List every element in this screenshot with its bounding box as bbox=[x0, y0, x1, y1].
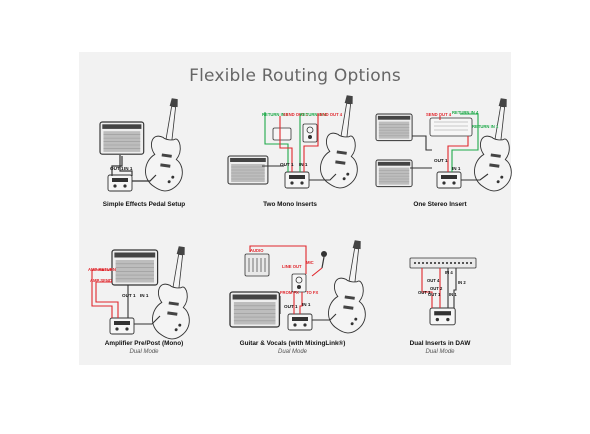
amp-send-label: AMP SEND bbox=[90, 278, 112, 283]
guitar-icon bbox=[317, 92, 368, 191]
in-label: IN 1 bbox=[124, 166, 133, 171]
in-label: IN 1 bbox=[302, 302, 311, 307]
caption-amplifier-pre-post: Amplifier Pre/Post (Mono) bbox=[104, 340, 184, 347]
in-1-label: IN 1 bbox=[449, 292, 457, 297]
diagram-two-mono-inserts: RETURN IN 1 SEND OUT 1 RETURN IN 4 SEND … bbox=[227, 92, 368, 191]
amp-return-label: AMP RETURN bbox=[88, 267, 116, 272]
subcaption-dual-inserts-daw: Dual Mode bbox=[425, 349, 455, 355]
out-1-label: OUT 1 bbox=[428, 292, 441, 297]
microphone-icon bbox=[321, 251, 327, 257]
return-in-1-label: RETURN IN 1 bbox=[262, 112, 289, 117]
out-label: OUT 1 bbox=[434, 158, 448, 163]
diagram-simple-pedal-setup: OUT 1 IN 1 bbox=[99, 95, 193, 194]
amplifier-icon bbox=[99, 121, 145, 155]
out-label: OUT 1 bbox=[122, 293, 136, 298]
caption-two-mono-inserts: Two Mono Inserts bbox=[263, 201, 317, 208]
guitar-icon bbox=[325, 237, 376, 336]
out-label: OUT 1 bbox=[280, 162, 294, 167]
amplifier-icon bbox=[375, 113, 413, 142]
caption-simple-pedal-setup: Simple Effects Pedal Setup bbox=[102, 201, 186, 208]
in-label: IN 1 bbox=[299, 162, 308, 167]
in-4-label: IN 4 bbox=[445, 270, 453, 275]
to-fx-label: TO FX bbox=[306, 290, 318, 295]
out-label: OUT 1 bbox=[284, 304, 298, 309]
diagram-amplifier-pre-post: AMP RETURN AMP SEND OUT 1 IN 1 bbox=[88, 243, 200, 342]
diagram-dual-inserts-daw: OUT 3 IN 4 OUT 4 IN 2 OUT 1 IN 1 OUT 2 bbox=[409, 257, 477, 326]
send-out-4-label: SEND OUT 4 bbox=[426, 112, 452, 117]
pedal-icon bbox=[429, 307, 456, 326]
in-2-label: IN 2 bbox=[458, 280, 466, 285]
guitar-icon bbox=[142, 95, 193, 194]
out-3-label: OUT 3 bbox=[418, 290, 431, 295]
mic-label: MIC bbox=[306, 260, 314, 265]
pedal-icon bbox=[284, 171, 310, 189]
out-4-label: OUT 4 bbox=[427, 278, 440, 283]
caption-dual-inserts-daw: Dual Inserts in DAW bbox=[409, 340, 471, 347]
line-out-label: LINE OUT bbox=[282, 264, 302, 269]
return-in-4-label: RETURN IN 4 bbox=[452, 110, 479, 115]
caption-one-stereo-insert: One Stereo Insert bbox=[413, 201, 467, 208]
fx-pedal-icon bbox=[302, 123, 318, 143]
subcaption-amplifier-pre-post: Dual Mode bbox=[129, 349, 159, 355]
stereo-fx-unit-icon bbox=[429, 117, 473, 137]
return-in-1-label: RETURN IN 1 bbox=[472, 124, 499, 129]
in-label: IN 1 bbox=[140, 293, 149, 298]
amplifier-icon bbox=[227, 155, 269, 185]
out-label: OUT 1 bbox=[110, 166, 124, 171]
pedal-icon bbox=[109, 317, 135, 335]
return-in-4-label: RETURN IN 4 bbox=[300, 112, 327, 117]
send-out-1-label: SEND OUT 1 bbox=[283, 112, 309, 117]
diagram-one-stereo-insert: SEND OUT 4 RETURN IN 4 RETURN IN 1 OUT 1… bbox=[375, 95, 522, 194]
fx-unit-icon bbox=[272, 127, 292, 141]
subcaption-guitar-vocals: Dual Mode bbox=[277, 349, 307, 355]
audio-label: AUDIO bbox=[250, 248, 264, 253]
from-fx-label: FROM FX bbox=[280, 290, 299, 295]
out-2-label: OUT 2 bbox=[430, 286, 443, 291]
amplifier-icon bbox=[111, 249, 159, 286]
page-title: Flexible Routing Options bbox=[189, 66, 401, 86]
guitar-icon bbox=[471, 95, 522, 194]
pedal-icon bbox=[107, 174, 133, 192]
send-out-4-label: SEND OUT 4 bbox=[317, 112, 343, 117]
amplifier-icon bbox=[229, 291, 281, 328]
caption-guitar-vocals: Guitar & Vocals (with MixingLink®) bbox=[239, 340, 346, 347]
diagram-guitar-vocals: AUDIO LINE OUT MIC FROM FX TO FX OUT 1 I… bbox=[229, 237, 376, 336]
in-label: IN 1 bbox=[452, 166, 461, 171]
pedal-icon bbox=[436, 171, 462, 189]
pedal-icon bbox=[287, 313, 313, 331]
amplifier-icon-2 bbox=[375, 159, 413, 188]
